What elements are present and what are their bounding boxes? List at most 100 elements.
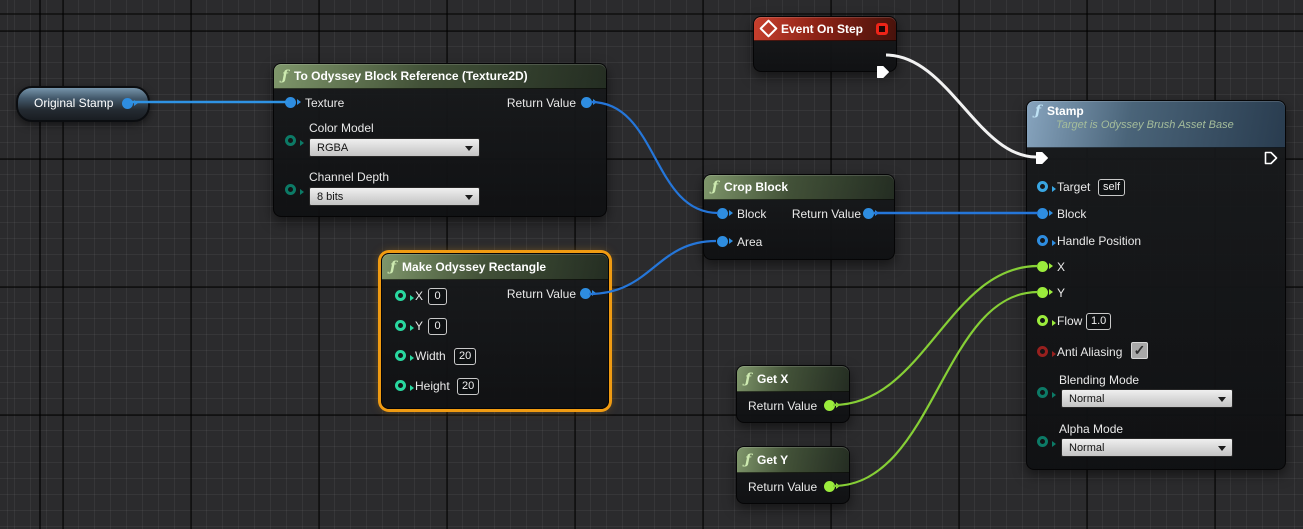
pin-label-return-value: Return Value xyxy=(506,287,576,301)
function-icon: ƒ xyxy=(390,258,397,275)
exec-output-pin[interactable] xyxy=(1264,151,1279,165)
pin-alpha-mode[interactable] xyxy=(1037,436,1056,447)
node-header: ƒ Stamp Target is Odyssey Brush Asset Ba… xyxy=(1027,101,1285,148)
exec-input-pin[interactable] xyxy=(1035,151,1050,165)
pin-label-return-value: Return Value xyxy=(748,399,818,413)
pin-y[interactable] xyxy=(395,320,414,331)
target-value-field[interactable]: self xyxy=(1098,179,1126,196)
pin-area[interactable] xyxy=(717,236,733,247)
event-stop-icon[interactable] xyxy=(876,22,888,35)
pin-label-x: X xyxy=(1057,260,1066,274)
pin-label-target: Target xyxy=(1057,180,1091,194)
pin-label-x: X xyxy=(415,289,424,303)
y-value-field[interactable]: 0 xyxy=(428,318,447,335)
color-model-value: RGBA xyxy=(317,141,349,154)
pin-width[interactable] xyxy=(395,350,414,361)
wire-odysseyreturn-cropblock[interactable] xyxy=(590,100,719,215)
pin-x[interactable] xyxy=(1037,261,1053,272)
node-title: Get X xyxy=(757,371,789,386)
node-header: ƒ Get X xyxy=(737,366,849,392)
x-value-field[interactable]: 0 xyxy=(428,288,447,305)
variable-label: Original Stamp xyxy=(34,96,114,110)
pin-channel-depth[interactable] xyxy=(285,184,304,195)
pin-y[interactable] xyxy=(1037,287,1053,298)
pin-label-height: Height xyxy=(415,379,450,393)
event-diamond-icon xyxy=(759,19,778,38)
pin-label-texture: Texture xyxy=(305,96,345,110)
pin-x[interactable] xyxy=(395,290,414,301)
node-original-stamp[interactable]: Original Stamp xyxy=(16,86,150,122)
pin-texture[interactable] xyxy=(285,97,301,108)
pin-return-value[interactable] xyxy=(824,481,840,492)
pin-anti-aliasing[interactable] xyxy=(1037,346,1056,357)
pin-block[interactable] xyxy=(717,208,733,219)
pin-flow[interactable] xyxy=(1037,315,1056,326)
node-to-odyssey-block-reference[interactable]: ƒ To Odyssey Block Reference (Texture2D)… xyxy=(273,63,607,217)
node-title: Get Y xyxy=(757,452,789,467)
pin-block[interactable] xyxy=(1037,208,1053,219)
alpha-mode-value: Normal xyxy=(1069,441,1105,454)
pin-handle-position[interactable] xyxy=(1037,235,1056,246)
function-icon: ƒ xyxy=(712,179,719,195)
node-get-y[interactable]: ƒ Get Y Return Value xyxy=(736,446,850,504)
function-icon: ƒ xyxy=(745,370,752,387)
node-header: ƒ To Odyssey Block Reference (Texture2D) xyxy=(274,64,606,89)
pin-height[interactable] xyxy=(395,380,414,391)
flow-value-field[interactable]: 1.0 xyxy=(1086,313,1112,330)
node-crop-block[interactable]: ƒ Crop Block Block Return Value Area xyxy=(703,174,895,260)
pin-label-block: Block xyxy=(1057,207,1087,221)
pin-blending-mode[interactable] xyxy=(1037,387,1056,398)
blending-mode-value: Normal xyxy=(1069,392,1105,405)
pin-return-value[interactable] xyxy=(863,208,879,219)
pin-label-handle-position: Handle Position xyxy=(1057,234,1142,248)
wire-exec-event-stamp[interactable] xyxy=(885,53,1037,159)
pin-return-value[interactable] xyxy=(824,400,840,411)
node-title: Event On Step xyxy=(781,21,864,36)
node-event-on-step[interactable]: Event On Step xyxy=(753,16,897,78)
pin-return-value[interactable] xyxy=(580,288,596,299)
pin-original-stamp-output[interactable] xyxy=(122,98,138,109)
node-header: ƒ Crop Block xyxy=(704,175,894,200)
pin-label-width: Width xyxy=(415,349,446,363)
pin-label-blending-mode: Blending Mode xyxy=(1059,373,1140,387)
anti-aliasing-checkbox[interactable] xyxy=(1131,342,1148,359)
color-model-dropdown[interactable]: RGBA xyxy=(309,138,480,157)
pin-color-model[interactable] xyxy=(285,135,304,146)
function-icon: ƒ xyxy=(1035,103,1042,119)
pin-label-anti-aliasing: Anti Aliasing xyxy=(1057,345,1123,359)
node-header: ƒ Make Odyssey Rectangle xyxy=(382,254,608,280)
width-value-field[interactable]: 20 xyxy=(454,348,477,365)
alpha-mode-dropdown[interactable]: Normal xyxy=(1061,438,1233,457)
node-title: Crop Block xyxy=(724,180,789,194)
channel-depth-dropdown[interactable]: 8 bits xyxy=(309,187,480,206)
node-stamp[interactable]: ƒ Stamp Target is Odyssey Brush Asset Ba… xyxy=(1026,100,1286,470)
pin-return-value[interactable] xyxy=(581,97,597,108)
pin-target[interactable] xyxy=(1037,181,1056,192)
pin-label-return-value: Return Value xyxy=(791,207,861,221)
pin-label-area: Area xyxy=(737,235,763,249)
blending-mode-dropdown[interactable]: Normal xyxy=(1061,389,1233,408)
pin-label-y: Y xyxy=(1057,286,1066,300)
pin-label-color-model: Color Model xyxy=(309,121,374,135)
exec-output-pin[interactable] xyxy=(876,65,891,79)
node-title: Stamp xyxy=(1047,104,1084,118)
pin-label-channel-depth: Channel Depth xyxy=(309,170,390,184)
node-make-odyssey-rectangle[interactable]: ƒ Make Odyssey Rectangle X 0 Return Valu… xyxy=(381,253,609,409)
channel-depth-value: 8 bits xyxy=(317,190,344,203)
node-subtitle: Target is Odyssey Brush Asset Base xyxy=(1056,119,1234,131)
wire-getx-stampx[interactable] xyxy=(832,264,1039,407)
pin-label-alpha-mode: Alpha Mode xyxy=(1059,422,1124,436)
node-header: ƒ Get Y xyxy=(737,447,849,473)
pin-label-y: Y xyxy=(415,319,424,333)
function-icon: ƒ xyxy=(745,451,752,468)
pin-label-flow: Flow xyxy=(1057,314,1083,328)
node-get-x[interactable]: ƒ Get X Return Value xyxy=(736,365,850,423)
height-value-field[interactable]: 20 xyxy=(457,378,480,395)
node-header: Event On Step xyxy=(754,17,896,41)
pin-label-return-value: Return Value xyxy=(506,96,576,110)
wire-gety-stampy[interactable] xyxy=(832,290,1039,488)
node-title: Make Odyssey Rectangle xyxy=(402,259,547,274)
node-title: To Odyssey Block Reference (Texture2D) xyxy=(294,69,528,83)
pin-label-return-value: Return Value xyxy=(748,480,818,494)
